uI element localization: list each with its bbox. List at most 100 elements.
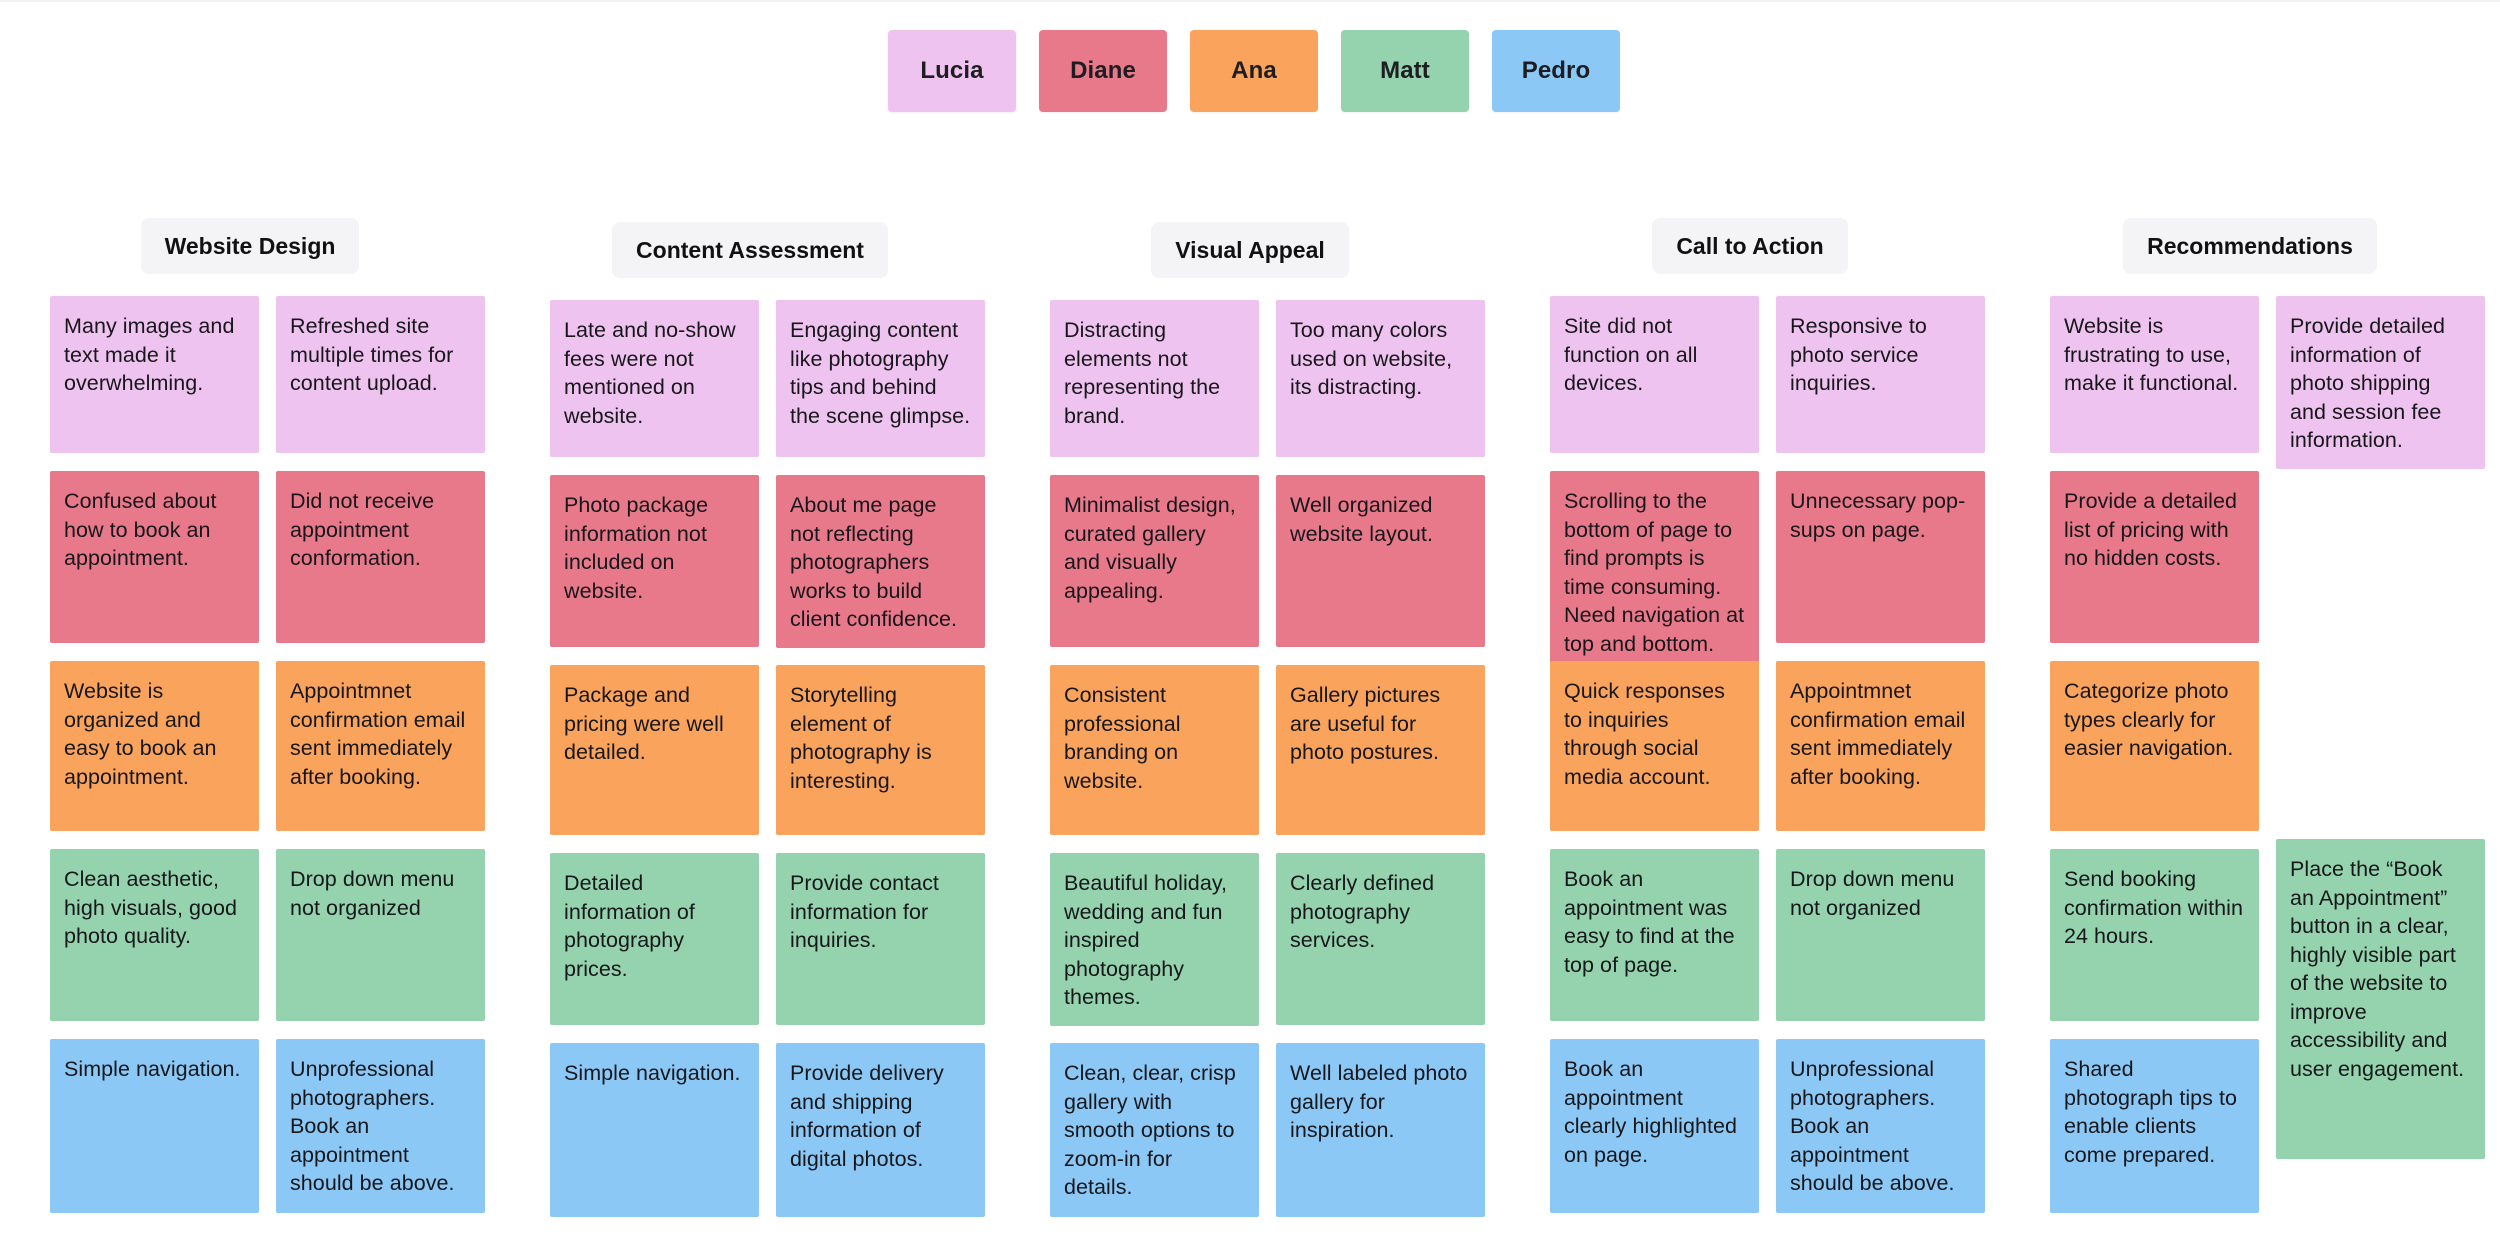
note-row-matt: Clean aesthetic, high visuals, good phot… [0, 849, 500, 1039]
sticky-note[interactable]: Unnecessary pop-sups on page. [1776, 471, 1985, 643]
participants-legend: Lucia Diane Ana Matt Pedro [888, 30, 1620, 112]
note-slot: Shared photograph tips to enable clients… [2050, 1039, 2259, 1213]
sticky-note[interactable]: Drop down menu not organized [1776, 849, 1985, 1021]
note-slot [2276, 661, 2485, 691]
note-slot: Website is frustrating to use, make it f… [2050, 296, 2259, 453]
note-row-matt: Beautiful holiday, wedding and fun inspi… [1000, 853, 1500, 1043]
sticky-note[interactable]: Well labeled photo gallery for inspirati… [1276, 1043, 1485, 1217]
sticky-note[interactable]: Categorize photo types clearly for easie… [2050, 661, 2259, 831]
legend-chip-lucia[interactable]: Lucia [888, 30, 1016, 112]
note-slot: Did not receive appointment conformation… [276, 471, 485, 643]
note-slot: Well labeled photo gallery for inspirati… [1276, 1043, 1485, 1217]
sticky-note[interactable]: Simple navigation. [50, 1039, 259, 1213]
column-header-visual-appeal[interactable]: Visual Appeal [1151, 222, 1349, 278]
sticky-note[interactable]: Responsive to photo service inquiries. [1776, 296, 1985, 453]
legend-chip-matt[interactable]: Matt [1341, 30, 1469, 112]
note-slot: Engaging content like photography tips a… [776, 300, 985, 457]
sticky-note[interactable]: Beautiful holiday, wedding and fun inspi… [1050, 853, 1259, 1026]
note-row-diane: Confused about how to book an appointmen… [0, 471, 500, 661]
note-slot: Refreshed site multiple times for conten… [276, 296, 485, 453]
column-header-website-design[interactable]: Website Design [140, 218, 360, 274]
sticky-note[interactable]: Confused about how to book an appointmen… [50, 471, 259, 643]
column-notes: Distracting elements not representing th… [1000, 300, 1500, 1235]
sticky-note[interactable]: Storytelling element of photography is i… [776, 665, 985, 835]
sticky-note[interactable]: Gallery pictures are useful for photo po… [1276, 665, 1485, 835]
note-slot: Storytelling element of photography is i… [776, 665, 985, 835]
sticky-note[interactable]: About me page not reflecting photographe… [776, 475, 985, 648]
column-header-recommendations[interactable]: Recommendations [2123, 218, 2377, 274]
sticky-note[interactable]: Late and no-show fees were not mentioned… [550, 300, 759, 457]
note-slot: Book an appointment clearly highlighted … [1550, 1039, 1759, 1213]
column-header-content-assessment[interactable]: Content Assessment [612, 222, 888, 278]
note-slot: Gallery pictures are useful for photo po… [1276, 665, 1485, 835]
sticky-note[interactable]: Engaging content like photography tips a… [776, 300, 985, 457]
note-slot: Well organized website layout. [1276, 475, 1485, 647]
legend-chip-pedro[interactable]: Pedro [1492, 30, 1620, 112]
note-row-ana: Package and pricing were well detailed.S… [500, 665, 1000, 853]
sticky-note[interactable]: Simple navigation. [550, 1043, 759, 1217]
note-row-pedro: Shared photograph tips to enable clients… [2000, 1039, 2500, 1231]
note-slot: Photo package information not included o… [550, 475, 759, 647]
note-slot [2276, 471, 2485, 501]
column-header-call-to-action[interactable]: Call to Action [1652, 218, 1848, 274]
note-slot: Website is organized and easy to book an… [50, 661, 259, 831]
sticky-note[interactable]: Book an appointment was easy to find at … [1550, 849, 1759, 1021]
sticky-note[interactable]: Unprofessional photographers. Book an ap… [276, 1039, 485, 1213]
note-row-pedro: Clean, clear, crisp gallery with smooth … [1000, 1043, 1500, 1235]
sticky-note[interactable]: Appointmnet confirmation email sent imme… [276, 661, 485, 831]
sticky-note[interactable]: Provide contact information for inquirie… [776, 853, 985, 1025]
sticky-note[interactable]: Clean aesthetic, high visuals, good phot… [50, 849, 259, 1021]
note-slot: Provide a detailed list of pricing with … [2050, 471, 2259, 643]
column-notes: Late and no-show fees were not mentioned… [500, 300, 1000, 1235]
sticky-note[interactable]: Clearly defined photography services. [1276, 853, 1485, 1025]
note-slot: Detailed information of photography pric… [550, 853, 759, 1025]
sticky-note[interactable]: Appointmnet confirmation email sent imme… [1776, 661, 1985, 831]
note-row-lucia: Website is frustrating to use, make it f… [2000, 296, 2500, 471]
sticky-note[interactable]: Well organized website layout. [1276, 475, 1485, 647]
sticky-note[interactable]: Provide detailed information of photo sh… [2276, 296, 2485, 469]
note-slot: Site did not function on all devices. [1550, 296, 1759, 453]
sticky-note[interactable]: Website is organized and easy to book an… [50, 661, 259, 831]
sticky-note[interactable]: Website is frustrating to use, make it f… [2050, 296, 2259, 453]
sticky-note[interactable]: Scrolling to the bottom of page to find … [1550, 471, 1759, 672]
sticky-note[interactable]: Drop down menu not organized [276, 849, 485, 1021]
sticky-note[interactable]: Many images and text made it overwhelmin… [50, 296, 259, 453]
legend-chip-diane[interactable]: Diane [1039, 30, 1167, 112]
note-slot: Confused about how to book an appointmen… [50, 471, 259, 643]
sticky-note[interactable]: Book an appointment clearly highlighted … [1550, 1039, 1759, 1213]
sticky-note[interactable]: Consistent professional branding on webs… [1050, 665, 1259, 835]
sticky-note[interactable]: Distracting elements not representing th… [1050, 300, 1259, 457]
sticky-note[interactable]: Photo package information not included o… [550, 475, 759, 647]
column-notes: Website is frustrating to use, make it f… [2000, 296, 2500, 1231]
column-notes: Many images and text made it overwhelmin… [0, 296, 500, 1231]
sticky-note-placeholder [2276, 661, 2485, 691]
note-slot: Responsive to photo service inquiries. [1776, 296, 1985, 453]
sticky-note[interactable]: Place the “Book an Appointment” button i… [2276, 839, 2485, 1159]
sticky-note[interactable]: Package and pricing were well detailed. [550, 665, 759, 835]
note-row-lucia: Site did not function on all devices.Res… [1500, 296, 2000, 471]
sticky-note[interactable]: Did not receive appointment conformation… [276, 471, 485, 643]
sticky-note[interactable]: Unprofessional photographers. Book an ap… [1776, 1039, 1985, 1213]
note-row-lucia: Many images and text made it overwhelmin… [0, 296, 500, 471]
note-slot: Clean aesthetic, high visuals, good phot… [50, 849, 259, 1021]
sticky-note[interactable]: Detailed information of photography pric… [550, 853, 759, 1025]
sticky-note[interactable]: Too many colors used on website, its dis… [1276, 300, 1485, 457]
note-slot: Too many colors used on website, its dis… [1276, 300, 1485, 457]
sticky-note[interactable]: Site did not function on all devices. [1550, 296, 1759, 453]
sticky-note[interactable]: Clean, clear, crisp gallery with smooth … [1050, 1043, 1259, 1217]
sticky-note[interactable]: Provide delivery and shipping informatio… [776, 1043, 985, 1217]
note-slot: Many images and text made it overwhelmin… [50, 296, 259, 453]
sticky-note[interactable]: Provide a detailed list of pricing with … [2050, 471, 2259, 643]
sticky-note[interactable]: Quick responses to inquiries through soc… [1550, 661, 1759, 831]
sticky-note[interactable]: Send booking confirmation within 24 hour… [2050, 849, 2259, 1021]
sticky-note[interactable]: Shared photograph tips to enable clients… [2050, 1039, 2259, 1213]
sticky-note[interactable]: Refreshed site multiple times for conten… [276, 296, 485, 453]
note-row-pedro: Simple navigation.Provide delivery and s… [500, 1043, 1000, 1235]
legend-chip-ana[interactable]: Ana [1190, 30, 1318, 112]
legend-chip-label: Lucia [920, 57, 984, 84]
sticky-note[interactable]: Minimalist design, curated gallery and v… [1050, 475, 1259, 647]
